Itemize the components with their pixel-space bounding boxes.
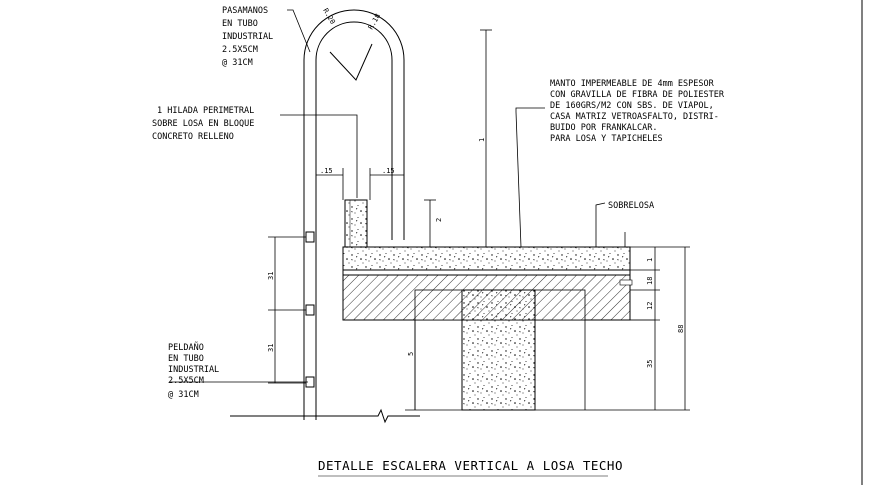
label-sobrelosa: SOBRELOSA: [608, 201, 654, 211]
svg-text:INDUSTRIAL: INDUSTRIAL: [222, 32, 273, 42]
step-dimensions: [268, 236, 306, 384]
dim-block-h: 2: [435, 218, 443, 222]
dim-rail-height: 1: [478, 138, 486, 142]
svg-text:1 HILADA PERIMETRAL: 1 HILADA PERIMETRAL: [157, 106, 254, 116]
svg-text:PELDAÑO: PELDAÑO: [168, 342, 204, 353]
dim-layer3: 12: [646, 302, 654, 310]
column: [461, 289, 536, 411]
dim-step-1: 31: [267, 272, 275, 280]
svg-text:PASAMANOS: PASAMANOS: [222, 6, 268, 16]
right-dimensions: [414, 29, 690, 411]
sobrelosa-layer: [342, 246, 631, 271]
dim-lower: 35: [646, 360, 654, 368]
drip-edge: [619, 279, 633, 286]
svg-text:CON GRAVILLA DE FIBRA DE POLIE: CON GRAVILLA DE FIBRA DE POLIESTER: [550, 90, 725, 100]
svg-text:2.5X5CM: 2.5X5CM: [168, 376, 204, 386]
dim-gap-left: .15: [320, 167, 333, 175]
label-pasamanos: PASAMANOS EN TUBO INDUSTRIAL 2.5X5CM @ 3…: [222, 6, 273, 68]
svg-text:@ 31CM: @ 31CM: [222, 58, 253, 68]
svg-text:MANTO IMPERMEABLE DE 4mm ESPES: MANTO IMPERMEABLE DE 4mm ESPESOR: [550, 79, 715, 89]
dim-total: 88: [677, 325, 685, 333]
dim-column-h: 5: [407, 352, 415, 356]
waterproof-layer: [342, 269, 631, 276]
dim-arc-r1: R.20: [321, 7, 336, 26]
dim-layer1: 1: [646, 258, 654, 262]
rung-2: [305, 304, 315, 316]
svg-text:CONCRETO RELLENO: CONCRETO RELLENO: [152, 132, 234, 142]
svg-text:PARA LOSA Y TAPICHELES: PARA LOSA Y TAPICHELES: [550, 134, 663, 144]
ground-line: [230, 408, 420, 424]
dim-layer2: 18: [646, 277, 654, 285]
handrail: [303, 9, 405, 420]
svg-text:EN TUBO: EN TUBO: [168, 354, 204, 364]
svg-text:BUIDO POR FRANKALCAR.: BUIDO POR FRANKALCAR.: [550, 123, 657, 133]
dim-gap-right: .15: [382, 167, 395, 175]
svg-text:SOBRE LOSA EN BLOQUE: SOBRE LOSA EN BLOQUE: [152, 119, 254, 129]
svg-text:2.5X5CM: 2.5X5CM: [222, 45, 258, 55]
dim-step-2: 31: [267, 344, 275, 352]
svg-text:INDUSTRIAL: INDUSTRIAL: [168, 365, 219, 375]
svg-text:@ 31CM: @ 31CM: [168, 390, 199, 400]
svg-text:DE 160GRS/M2 CON SBS. DE VIAPO: DE 160GRS/M2 CON SBS. DE VIAPOL,: [550, 101, 714, 111]
arc-marker: [329, 43, 373, 81]
drawing-title: DETALLE ESCALERA VERTICAL A LOSA TECHO: [318, 458, 623, 473]
label-manto: MANTO IMPERMEABLE DE 4mm ESPESOR CON GRA…: [550, 79, 725, 144]
dim-arc-r2: R.18: [367, 12, 382, 31]
rung-1: [305, 231, 315, 243]
svg-text:CASA MATRIZ VETROASFALTO, DIST: CASA MATRIZ VETROASFALTO, DISTRI-: [550, 112, 719, 122]
label-hilada: 1 HILADA PERIMETRAL SOBRE LOSA EN BLOQUE…: [152, 106, 254, 142]
label-peldano: PELDAÑO EN TUBO INDUSTRIAL 2.5X5CM @ 31C…: [168, 342, 219, 400]
perimeter-block: [344, 199, 368, 248]
leaders: [170, 9, 606, 383]
svg-text:EN TUBO: EN TUBO: [222, 19, 258, 29]
